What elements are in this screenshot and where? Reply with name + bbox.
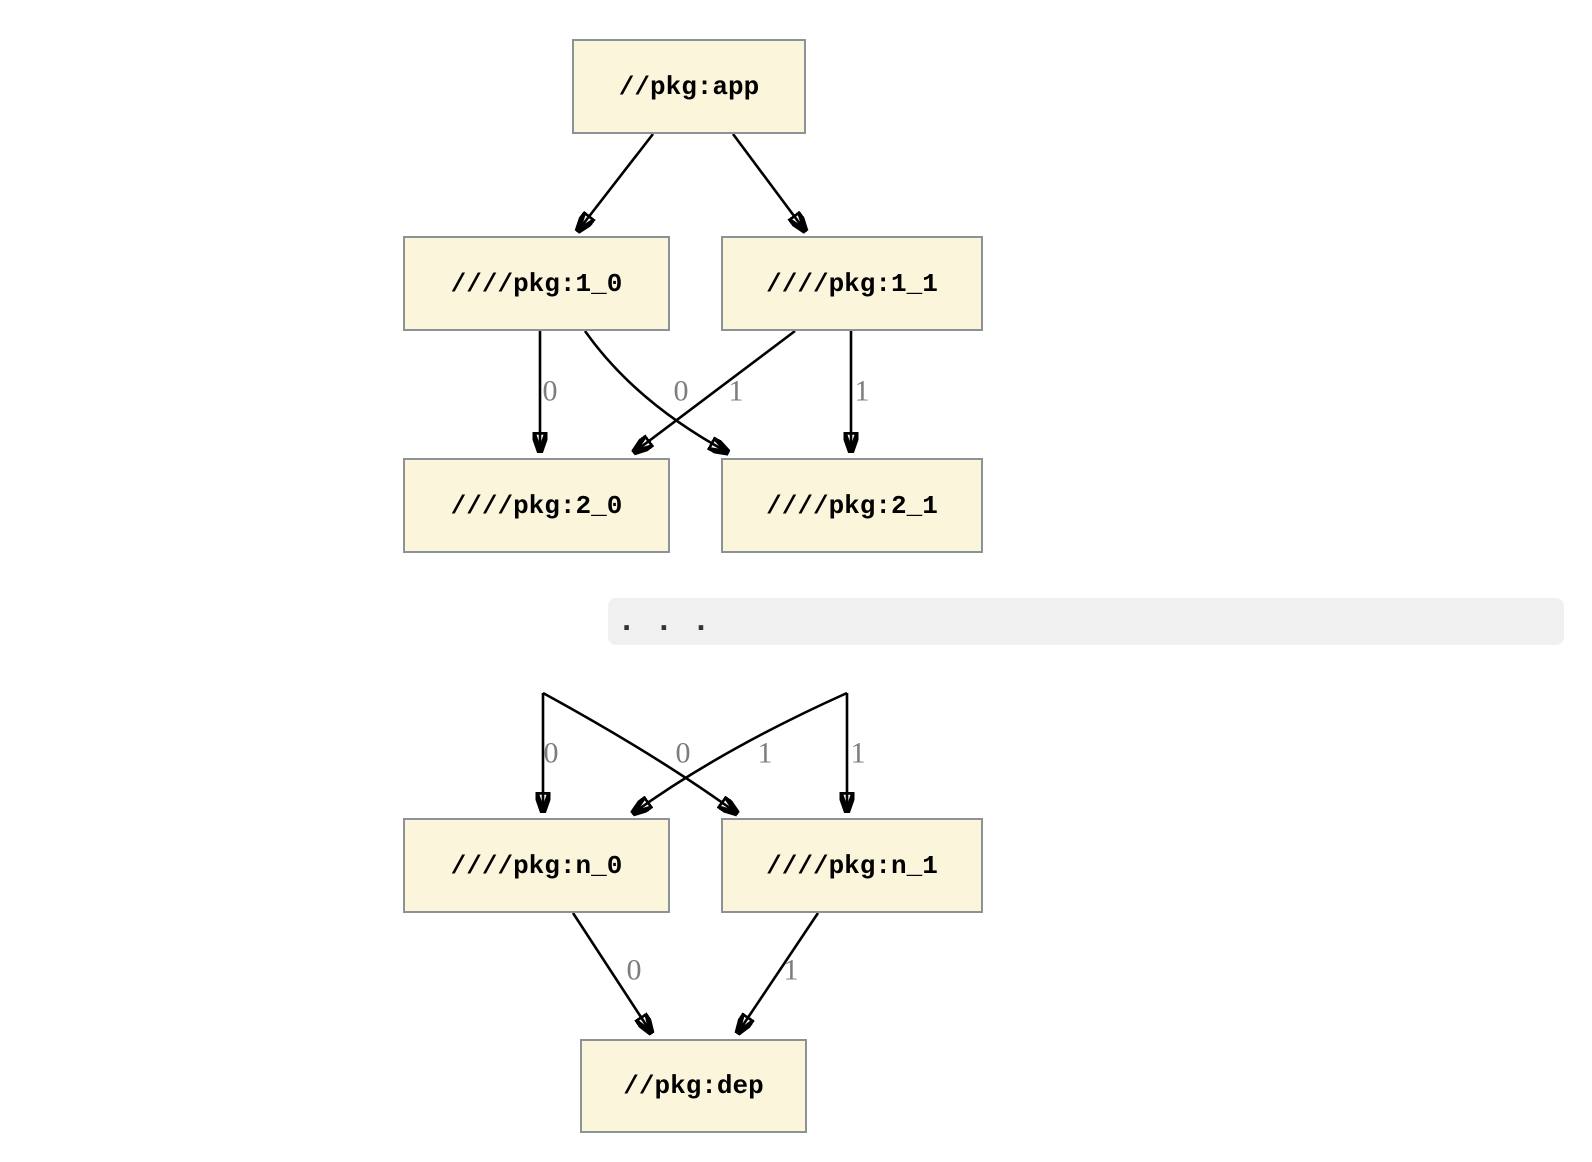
edge-label-n_1-to-dep: 1 <box>783 953 799 987</box>
edge-label-dots-to-n_0-right: 1 <box>757 736 773 770</box>
edge-label-1_0-to-2_0: 0 <box>542 374 558 408</box>
node-pkg-n-0: ////pkg:n_0 <box>403 818 670 913</box>
ellipsis-dots: ... <box>617 603 729 640</box>
ellipsis-band <box>608 598 1564 645</box>
node-pkg-2-0: ////pkg:2_0 <box>403 458 670 553</box>
node-pkg-app-label: //pkg:app <box>618 71 760 102</box>
node-pkg-2-0-label: ////pkg:2_0 <box>450 490 623 521</box>
node-pkg-2-1-label: ////pkg:2_1 <box>766 490 938 521</box>
node-pkg-2-1: ////pkg:2_1 <box>721 458 983 553</box>
edge-label-dots-to-n_0-left: 0 <box>543 736 559 770</box>
edge-dots-to-n_0-right <box>632 691 848 814</box>
edge-1_0-to-2_1 <box>583 330 729 453</box>
node-pkg-app: //pkg:app <box>572 39 806 134</box>
edge-app-to-1_0 <box>577 133 655 232</box>
edge-label-1_0-to-2_1: 0 <box>673 374 689 408</box>
node-pkg-n-1-label: ////pkg:n_1 <box>766 850 938 881</box>
node-pkg-n-1: ////pkg:n_1 <box>721 818 983 913</box>
edge-label-1_1-to-2_1: 1 <box>854 374 870 408</box>
edge-label-n_0-to-dep: 0 <box>626 953 642 987</box>
node-pkg-n-0-label: ////pkg:n_0 <box>450 850 623 881</box>
edge-n_0-to-dep <box>571 912 652 1034</box>
node-pkg-1-0: ////pkg:1_0 <box>403 236 670 331</box>
edge-label-dots-to-n_1-right: 1 <box>850 736 866 770</box>
edge-dots-to-n_1-left <box>542 691 738 814</box>
edge-n_1-to-dep <box>737 912 820 1034</box>
edge-1_1-to-2_0 <box>633 329 796 453</box>
edge-app-to-1_1 <box>731 133 806 232</box>
node-pkg-dep-label: //pkg:dep <box>623 1071 764 1101</box>
node-pkg-1-1: ////pkg:1_1 <box>721 236 983 331</box>
node-pkg-1-1-label: ////pkg:1_1 <box>766 268 938 299</box>
edge-label-1_1-to-2_0: 1 <box>728 374 744 408</box>
node-pkg-dep: //pkg:dep <box>580 1039 807 1133</box>
edge-label-dots-to-n_1-left: 0 <box>675 736 691 770</box>
node-pkg-1-0-label: ////pkg:1_0 <box>450 268 623 299</box>
